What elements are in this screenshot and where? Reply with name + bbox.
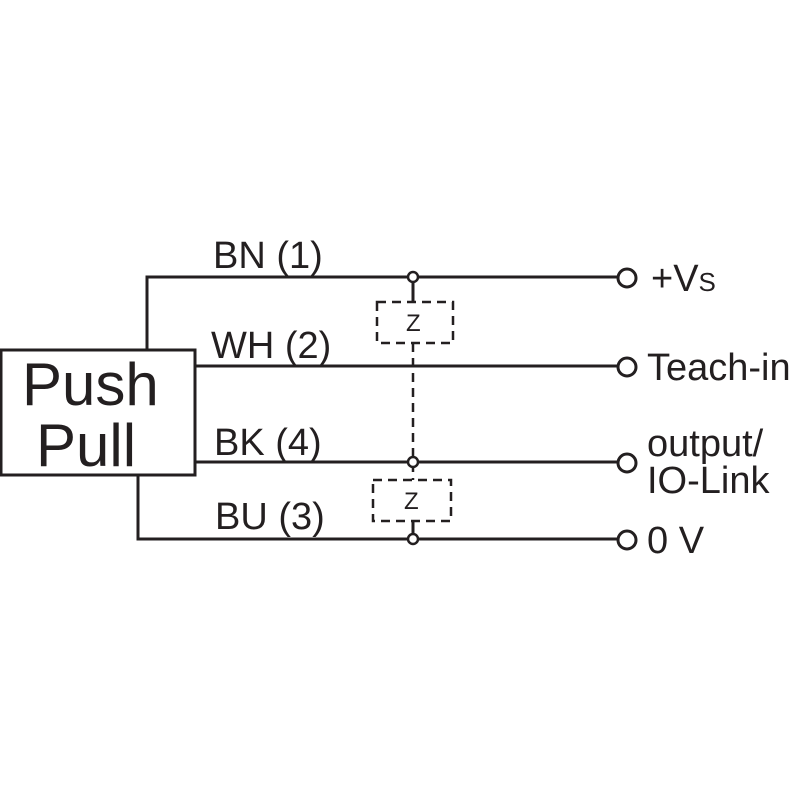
terminal-0v bbox=[616, 529, 638, 551]
load-z-lower-label: Z bbox=[404, 488, 419, 515]
terminal-vs bbox=[616, 267, 638, 289]
terminal-vs-label: +VS bbox=[651, 258, 716, 300]
terminal-0v-label: 0 V bbox=[647, 520, 705, 562]
terminal-output-label-line1: output/ bbox=[647, 423, 764, 465]
wire-bn-label: BN (1) bbox=[213, 235, 323, 277]
wire-bk-label: BK (4) bbox=[214, 422, 322, 464]
wire-bn bbox=[145, 275, 617, 350]
terminal-teach-in-label: Teach-in bbox=[647, 347, 791, 389]
load-z-lower-box bbox=[371, 478, 453, 523]
push-pull-block bbox=[0, 348, 197, 477]
wire-bu-label: BU (3) bbox=[215, 496, 325, 538]
block-label-line1: Push bbox=[22, 351, 159, 418]
block-label-line2: Pull bbox=[36, 412, 136, 479]
terminal-output bbox=[616, 452, 638, 474]
terminal-output-label-line2: IO-Link bbox=[647, 460, 770, 502]
junction-bn bbox=[406, 270, 420, 284]
terminal-vs-subscript: S bbox=[699, 267, 716, 297]
wire-wh-label: WH (2) bbox=[211, 325, 331, 367]
load-z-upper-box bbox=[375, 300, 455, 345]
wire-bu bbox=[136, 475, 617, 541]
terminal-teach-in bbox=[616, 356, 638, 378]
junction-bu bbox=[406, 532, 420, 546]
load-z-upper-label: Z bbox=[406, 310, 421, 337]
junction-bk bbox=[406, 455, 420, 469]
